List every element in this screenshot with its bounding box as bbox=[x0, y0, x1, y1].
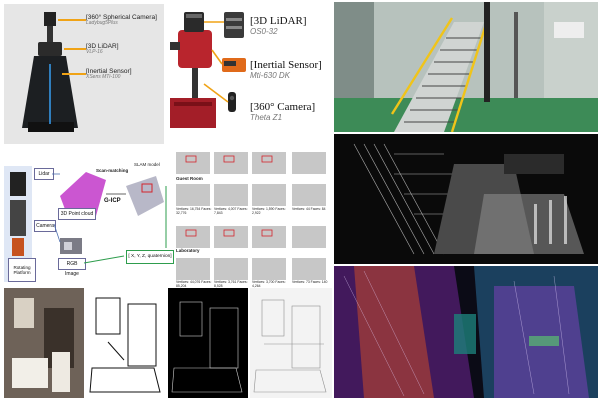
rgb-thumbnail bbox=[60, 238, 82, 254]
stat-lab-2: Vertices: 3,761 Faces: 8,528 bbox=[214, 280, 250, 288]
pipeline-arrows bbox=[52, 173, 167, 264]
mesh-grid bbox=[176, 152, 326, 280]
pose-output-box: [ X, Y, Z, quaternion] bbox=[126, 250, 174, 264]
stat-guest-3-text: Vertices: 1,590 Faces: 2,922 bbox=[252, 207, 286, 215]
stat-lab-1-text: Vertices: 44,076 Faces: 85,204 bbox=[176, 280, 212, 288]
stat-lab-3-text: Vertices: 3,700 Faces: 4,264 bbox=[252, 280, 286, 288]
laboratory-title: Laboratory bbox=[176, 248, 200, 253]
guest-room-title: Guest Room bbox=[176, 176, 203, 181]
stat-guest-2: Vertices: 4,007 Faces: 7,843 bbox=[214, 207, 250, 215]
gicp-label: G-ICP bbox=[104, 198, 121, 204]
stat-guest-4: Vertices: 44 Faces: 84 bbox=[292, 207, 328, 211]
mesh-thumbnails: Guest Room Laboratory Vertices: 16,754 F… bbox=[174, 148, 330, 288]
theta-camera-label: [360° Camera] Theta Z1 bbox=[250, 101, 316, 122]
spherical-camera-label: [360° Spherical Camera] Ladybug5Plus bbox=[86, 14, 157, 27]
colored-point-cloud bbox=[334, 266, 598, 398]
os0-lidar-label: [3D LiDAR] OS0-32 bbox=[250, 15, 307, 36]
scan-matching-label: Scan-matching bbox=[96, 168, 128, 173]
bathroom-and-edge-images bbox=[4, 288, 332, 398]
pose-output-text: [ X, Y, Z, quaternion] bbox=[128, 254, 172, 259]
stat-guest-3: Vertices: 1,590 Faces: 2,922 bbox=[252, 207, 288, 215]
inertial-pointer-line bbox=[62, 73, 86, 75]
facility-stairs-photo bbox=[334, 2, 598, 132]
grayscale-cloud-render bbox=[334, 134, 598, 264]
lidar-model-text: VLP-16 bbox=[86, 49, 103, 56]
theta-camera-model-text: Theta Z1 bbox=[250, 112, 283, 122]
theta-camera-label-text: [360° Camera] bbox=[250, 101, 316, 113]
inertial-label: [Inertial Sensor] XSens MTi-100 bbox=[86, 68, 132, 81]
mti-inertial-label: [Inertial Sensor] Mti-630 DK bbox=[250, 59, 322, 80]
rotating-platform-box: Rotating Platform bbox=[8, 258, 36, 282]
camera-box-text: Camera bbox=[36, 223, 54, 229]
mti-inertial-label-text: [Inertial Sensor] bbox=[250, 59, 322, 71]
camera-box: Camera bbox=[34, 220, 56, 232]
scan-matching-text: Scan-matching bbox=[96, 168, 129, 173]
rgb-image-box: RGB Image bbox=[58, 258, 86, 277]
stat-guest-1: Vertices: 16,754 Faces: 32,776 bbox=[176, 207, 212, 215]
stat-lab-3: Vertices: 3,700 Faces: 4,264 bbox=[252, 280, 288, 288]
sensor-stack-illustration bbox=[8, 172, 28, 276]
handheld-device-illustration bbox=[170, 12, 246, 128]
grayscale-point-cloud bbox=[334, 134, 598, 264]
camera-label-text: [360° Spherical Camera] bbox=[86, 14, 157, 21]
stat-guest-1-text: Vertices: 16,754 Faces: 32,776 bbox=[176, 207, 212, 215]
stairs-scene bbox=[334, 2, 598, 132]
os0-lidar-model-text: OS0-32 bbox=[250, 26, 278, 36]
laboratory-title-text: Laboratory bbox=[176, 248, 200, 253]
point-cloud-cluster bbox=[60, 172, 164, 216]
rotating-platform-text: Rotating Platform bbox=[13, 265, 31, 275]
robot-device-photo: [360° Spherical Camera] Ladybug5Plus [3D… bbox=[4, 4, 164, 144]
rgb-image-text: RGB Image bbox=[65, 261, 79, 277]
stat-guest-4-text: Vertices: 44 Faces: 84 bbox=[292, 207, 326, 211]
stat-lab-1: Vertices: 44,076 Faces: 85,204 bbox=[176, 280, 212, 288]
stat-lab-4-text: Vertices: 73 Faces: 140 bbox=[292, 280, 328, 284]
os0-lidar-label-text: [3D LiDAR] bbox=[250, 15, 307, 27]
lidar-box-text: Lidar bbox=[38, 171, 50, 177]
colored-cloud-render bbox=[334, 266, 598, 398]
camera-model-text: Ladybug5Plus bbox=[86, 20, 118, 27]
mti-inertial-model-text: Mti-630 DK bbox=[250, 70, 291, 80]
inertial-label-text: [Inertial Sensor] bbox=[86, 68, 132, 75]
lidar-label: [3D LiDAR] VLP-16 bbox=[86, 43, 119, 56]
slam-pipeline-diagram: Lidar Camera Rotating Platform Scan-matc… bbox=[4, 146, 332, 288]
inertial-model-text: XSens MTi-100 bbox=[86, 74, 121, 81]
camera-pointer-line bbox=[58, 19, 86, 21]
handheld-device-figure: [3D LiDAR] OS0-32 [Inertial Sensor] Mti-… bbox=[166, 4, 332, 144]
guest-room-title-text: Guest Room bbox=[176, 176, 203, 181]
stat-lab-4: Vertices: 73 Faces: 140 bbox=[292, 280, 328, 284]
lidar-label-text: [3D LiDAR] bbox=[86, 43, 119, 50]
point-cloud-text: 3D Point cloud bbox=[60, 211, 94, 217]
bathroom-edge-strip bbox=[4, 288, 332, 398]
slam-model-label: SLAM model bbox=[134, 162, 160, 167]
slam-model-text: SLAM model bbox=[134, 162, 160, 167]
robot-illustration bbox=[4, 4, 164, 144]
stat-guest-2-text: Vertices: 4,007 Faces: 7,843 bbox=[214, 207, 248, 215]
gicp-text: G-ICP bbox=[104, 198, 121, 204]
point-cloud-box: 3D Point cloud bbox=[58, 208, 96, 220]
stat-lab-2-text: Vertices: 3,761 Faces: 8,528 bbox=[214, 280, 248, 288]
lidar-pointer-line bbox=[64, 48, 86, 50]
